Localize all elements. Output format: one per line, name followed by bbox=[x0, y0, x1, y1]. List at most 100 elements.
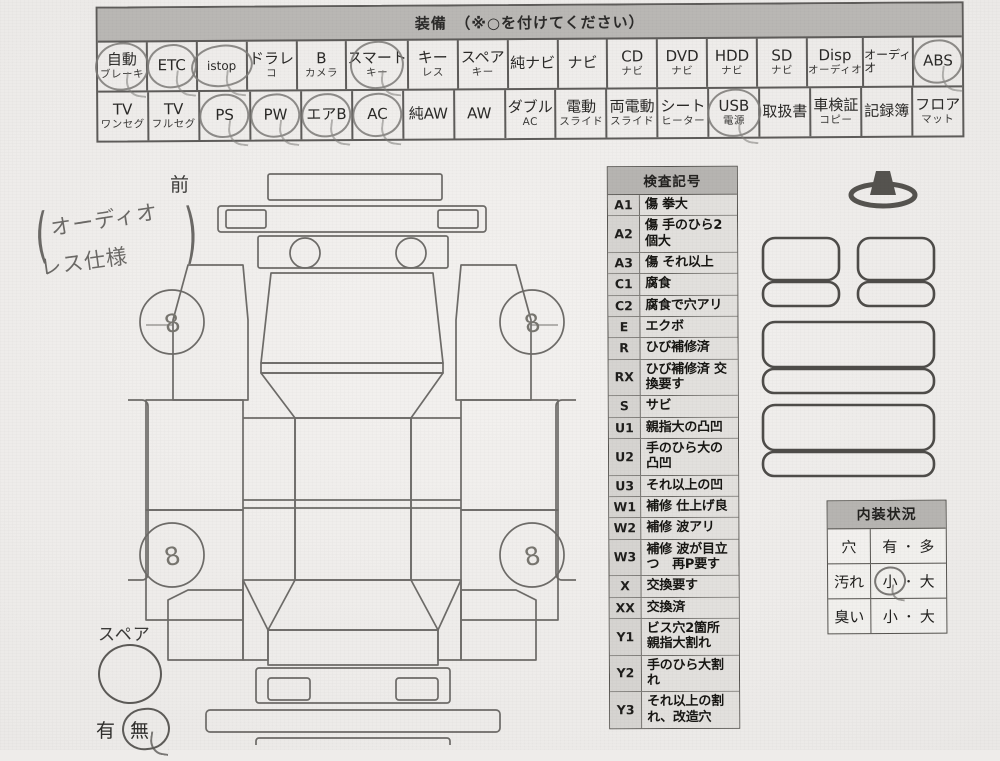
equipment-label-primary: SD bbox=[771, 46, 793, 65]
equipment-cell-エアB[interactable]: エアB bbox=[298, 90, 355, 141]
legend-description: エクボ bbox=[640, 316, 738, 338]
equipment-label-primary: PW bbox=[263, 105, 288, 124]
equipment-cell-スペア-キー[interactable]: スペアキー bbox=[458, 40, 509, 89]
equipment-cell-記録簿[interactable]: 記録簿 bbox=[862, 87, 914, 136]
equipment-cell-純AW[interactable]: 純AW bbox=[403, 90, 455, 139]
front-label: 前 bbox=[170, 174, 190, 196]
spare-option-yes[interactable]: 有 bbox=[96, 720, 116, 742]
legend-code: A3 bbox=[608, 253, 641, 274]
equipment-label-secondary: オーディオ bbox=[807, 63, 863, 77]
equipment-label-primary: TV bbox=[112, 100, 133, 119]
equipment-cell-フロア-マット[interactable]: フロアマット bbox=[913, 87, 962, 135]
equipment-cell-PW[interactable]: PW bbox=[247, 90, 304, 141]
equipment-label-secondary: ワンセグ bbox=[100, 118, 145, 131]
legend-description: 親指大の凸凹 bbox=[640, 417, 738, 439]
tire-depth-front-right: 8 bbox=[522, 308, 544, 340]
equipment-cell-シート-ヒーター[interactable]: シートヒーター bbox=[658, 88, 710, 138]
equipment-label-secondary: コ bbox=[266, 67, 278, 80]
legend-description: 手のひら大の凸凹 bbox=[640, 438, 739, 475]
equipment-label-primary: AW bbox=[467, 104, 492, 123]
interior-row-label: 臭い bbox=[828, 599, 872, 634]
equipment-cell-自動-ブレーキ[interactable]: 自動ブレーキ bbox=[92, 39, 152, 94]
interior-option-小[interactable]: 小 bbox=[872, 564, 909, 598]
equipment-cell-電動-スライド[interactable]: 電動スライド bbox=[556, 89, 608, 138]
legend-description: 補修 波アリ bbox=[641, 517, 739, 539]
interior-option-大[interactable]: 大 bbox=[919, 572, 935, 591]
equipment-cell-istop[interactable]: istop bbox=[188, 41, 256, 91]
legend-code: U2 bbox=[608, 439, 642, 475]
interior-option-多[interactable]: 多 bbox=[919, 537, 935, 556]
legend-code: W3 bbox=[609, 539, 642, 576]
equipment-label-secondary: キー bbox=[471, 66, 494, 79]
interior-option-separator: ・ bbox=[902, 539, 915, 554]
legend-description: 交換要す bbox=[641, 575, 739, 597]
legend-code: U3 bbox=[609, 475, 642, 497]
equipment-label-primary: 記録簿 bbox=[864, 101, 910, 121]
equipment-label-secondary: スライド bbox=[559, 115, 604, 128]
legend-description: それ以上の割れ、改造穴 bbox=[642, 691, 740, 728]
equipment-cell-AC[interactable]: AC bbox=[349, 89, 406, 140]
equipment-cell-オーディオ[interactable]: オーディオ bbox=[864, 37, 915, 86]
equipment-label-primary: 両電動 bbox=[609, 97, 655, 116]
equipment-label-primary: USB bbox=[718, 96, 750, 115]
equipment-label-secondary: ナビ bbox=[671, 64, 694, 77]
equipment-label-primary: フロア bbox=[915, 95, 961, 114]
equipment-cell-スマート-キー[interactable]: スマートキー bbox=[347, 37, 410, 93]
front-bumper-part bbox=[267, 173, 443, 201]
equipment-cell-ABS[interactable]: ABS bbox=[910, 36, 966, 87]
equipment-label-secondary: ブレーキ bbox=[99, 68, 144, 81]
equipment-cell-キー-レス[interactable]: キーレス bbox=[408, 40, 459, 89]
legend-description: 傷 それ以上 bbox=[640, 252, 738, 274]
interior-option-大[interactable]: 大 bbox=[919, 607, 935, 626]
equipment-cell-PS[interactable]: PS bbox=[196, 90, 253, 141]
equipment-label-primary: PS bbox=[215, 105, 234, 125]
note-line-2: レス仕様 bbox=[38, 243, 130, 280]
legend-code: Y1 bbox=[609, 619, 642, 655]
equipment-cell-ナビ[interactable]: ナビ bbox=[558, 39, 609, 88]
interior-option-有[interactable]: 有 bbox=[882, 537, 898, 556]
equipment-cell-ETC[interactable]: ETC bbox=[144, 41, 200, 92]
equipment-label-primary: HDD bbox=[714, 46, 750, 65]
legend-code: X bbox=[609, 576, 642, 597]
equipment-cell-車検証-コピー[interactable]: 車検証コピー bbox=[811, 87, 863, 137]
equipment-cell-純ナビ[interactable]: 純ナビ bbox=[508, 39, 559, 89]
equipment-cell-取扱書[interactable]: 取扱書 bbox=[760, 88, 812, 137]
equipment-label-primary: DVD bbox=[665, 47, 699, 66]
legend-code: C2 bbox=[608, 295, 641, 317]
spare-label: スペア bbox=[98, 625, 151, 645]
equipment-label-secondary: ナビ bbox=[770, 64, 794, 77]
equipment-cell-AW[interactable]: AW bbox=[454, 90, 506, 139]
equipment-cell-ドラレ-コ[interactable]: ドラレコ bbox=[247, 41, 298, 90]
legend-description: 腐食 bbox=[640, 274, 738, 295]
equipment-label-primary: エアB bbox=[306, 105, 347, 124]
equipment-label-secondary: ナビ bbox=[621, 65, 644, 78]
equipment-cell-両電動-スライド[interactable]: 両電動スライド bbox=[607, 89, 659, 138]
equipment-label-primary: 電動 bbox=[566, 97, 597, 116]
equipment-label-secondary: ヒーター bbox=[661, 114, 706, 128]
equipment-label-primary: Disp bbox=[818, 46, 852, 65]
interior-option-小[interactable]: 小 bbox=[882, 607, 898, 626]
